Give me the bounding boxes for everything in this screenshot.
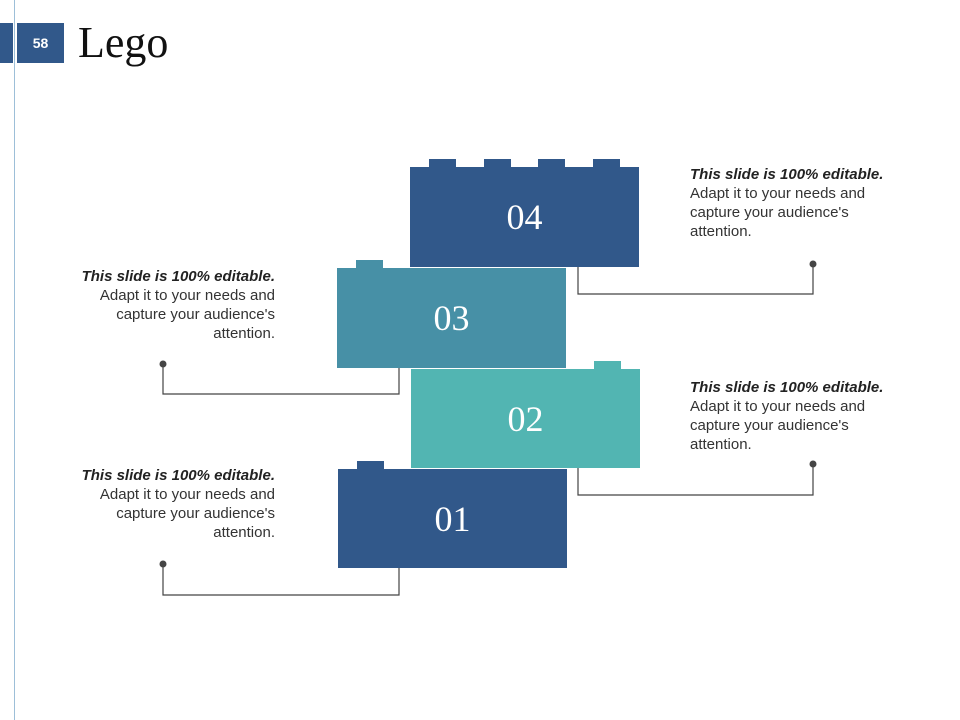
- lego-stud: [594, 361, 621, 369]
- lego-stud: [538, 159, 565, 167]
- connector-line-02: [577, 464, 814, 496]
- connector-dot-03: [159, 360, 167, 368]
- block-label-04: 04: [410, 167, 639, 267]
- callout-body: Adapt it to your needs and capture your …: [99, 486, 275, 541]
- lego-block-01: 01: [338, 461, 567, 568]
- callout-body: Adapt it to your needs and capture your …: [690, 398, 866, 453]
- left-divider-line: [14, 0, 15, 720]
- callout-04: This slide is 100% editable. Adapt it to…: [690, 165, 905, 241]
- page-title: Lego: [78, 18, 169, 67]
- block-label-02: 02: [411, 369, 640, 468]
- connector-line-04: [577, 264, 814, 295]
- connector-dot-04: [809, 260, 817, 268]
- callout-body: Adapt it to your needs and capture your …: [690, 185, 866, 240]
- lego-stud: [484, 159, 511, 167]
- callout-lead: This slide is 100% editable.: [81, 268, 275, 285]
- block-label-01: 01: [338, 469, 567, 568]
- edge-accent-bar: [0, 23, 13, 63]
- connector-dot-02: [809, 460, 817, 468]
- callout-01: This slide is 100% editable. Adapt it to…: [60, 466, 275, 542]
- callout-lead: This slide is 100% editable.: [690, 166, 884, 183]
- connector-dot-01: [159, 560, 167, 568]
- page-number-badge: 58: [17, 23, 64, 63]
- connector-line-01: [162, 564, 400, 596]
- callout-03: This slide is 100% editable. Adapt it to…: [60, 267, 275, 343]
- callout-body: Adapt it to your needs and capture your …: [99, 287, 275, 342]
- lego-stud: [357, 461, 384, 469]
- block-label-03: 03: [337, 268, 566, 368]
- lego-stud: [593, 159, 620, 167]
- callout-lead: This slide is 100% editable.: [690, 379, 884, 396]
- lego-block-04: 04: [410, 159, 639, 267]
- lego-stud: [356, 260, 383, 268]
- lego-block-03: 03: [337, 260, 566, 368]
- connector-line-03: [162, 364, 400, 395]
- callout-02: This slide is 100% editable. Adapt it to…: [690, 378, 905, 454]
- lego-stud: [429, 159, 456, 167]
- lego-block-02: 02: [411, 361, 640, 468]
- callout-lead: This slide is 100% editable.: [81, 467, 275, 484]
